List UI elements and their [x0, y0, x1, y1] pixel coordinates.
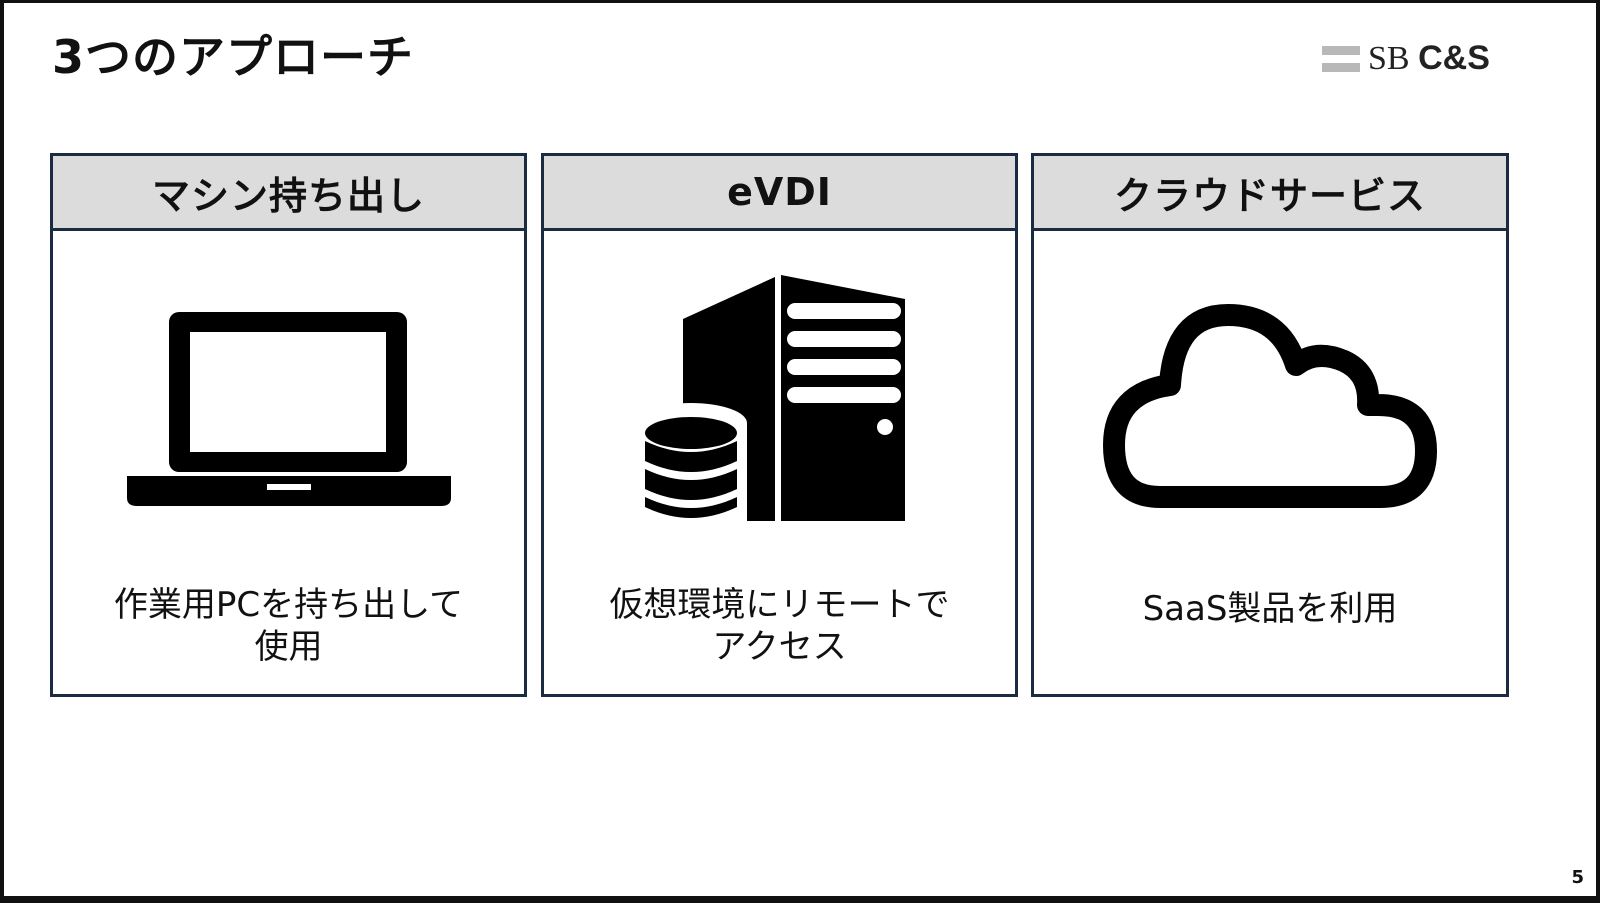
logo-text-cs: C&S — [1418, 39, 1490, 77]
card-description: SaaS製品を利用 — [1142, 589, 1398, 629]
page-number: 5 — [1571, 867, 1584, 888]
server-database-icon — [634, 275, 905, 527]
card-description: 仮想環境にリモートで アクセス — [609, 585, 950, 667]
card-heading: マシン持ち出し — [53, 156, 524, 231]
laptop-icon — [126, 312, 451, 506]
card-heading: クラウドサービス — [1034, 156, 1506, 231]
approach-card-cloud: クラウドサービス SaaS製品を利用 — [1031, 153, 1509, 697]
company-logo: SB C&S — [1322, 39, 1490, 78]
card-description: 作業用PCを持ち出して 使用 — [113, 585, 464, 667]
approach-card-evdi: eVDI — [541, 153, 1018, 697]
card-heading: eVDI — [544, 156, 1015, 231]
approach-card-machine: マシン持ち出し 作業用PCを持ち出して 使用 — [50, 153, 527, 697]
slide: 3つのアプローチ SB C&S マシン持ち出し 作業用PCを持ち出して 使用 e… — [4, 3, 1596, 896]
page-title: 3つのアプローチ — [52, 30, 415, 84]
logo-text-sb: SB — [1368, 40, 1410, 77]
logo-mark-icon — [1322, 44, 1360, 74]
cloud-icon — [1103, 304, 1437, 508]
